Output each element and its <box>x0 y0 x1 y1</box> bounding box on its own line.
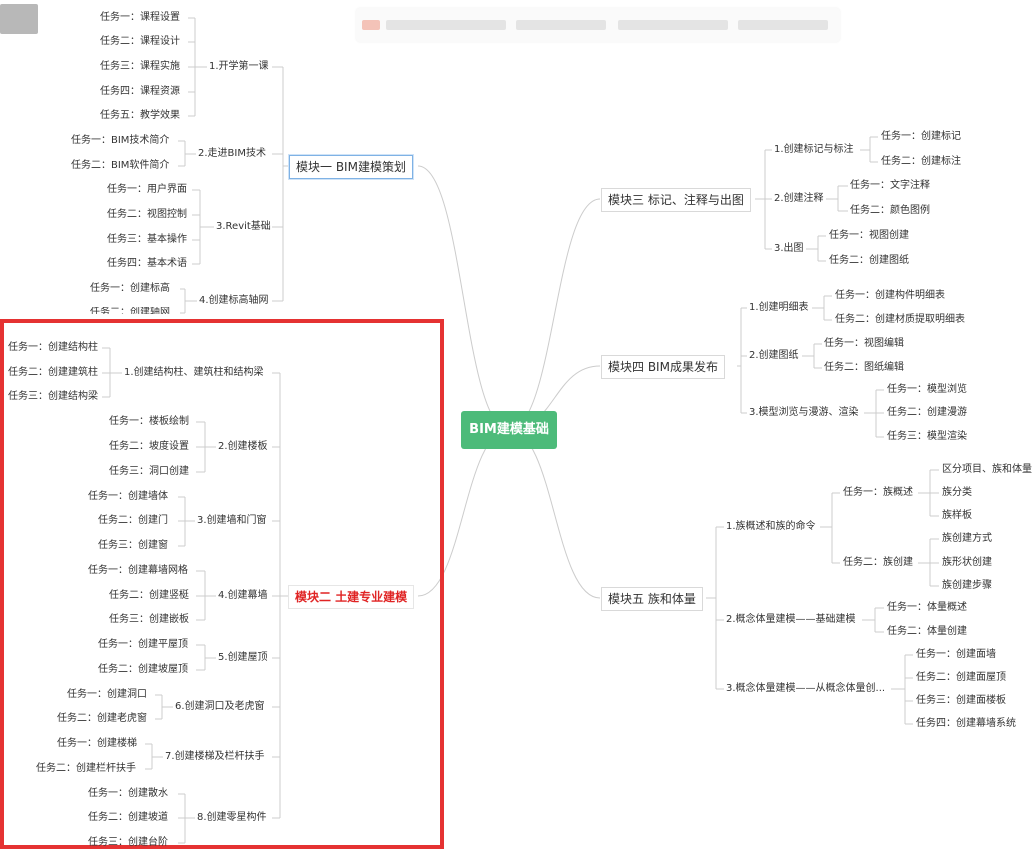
m5-s1a-item-3[interactable]: 族样板 <box>942 510 972 521</box>
m2-s1-task-2[interactable]: 任务二：创建建筑柱 <box>8 367 98 378</box>
m3-s2-task-1[interactable]: 任务一：文字注释 <box>850 180 930 191</box>
m2-s3-task-1[interactable]: 任务一：创建墙体 <box>88 491 168 502</box>
m2-section-2[interactable]: 2.创建楼板 <box>218 441 268 452</box>
m1-s3-task-2[interactable]: 任务二：视图控制 <box>107 209 187 220</box>
m4-s1-task-1[interactable]: 任务一：创建构件明细表 <box>835 290 945 301</box>
m5-s1a-item-1[interactable]: 区分项目、族和体量 <box>942 464 1032 475</box>
m3-section-2[interactable]: 2.创建注释 <box>774 193 824 204</box>
m2-s1-task-1[interactable]: 任务一：创建结构柱 <box>8 342 98 353</box>
m2-s1-task-3[interactable]: 任务三：创建结构梁 <box>8 391 98 402</box>
m2-s8-task-2[interactable]: 任务二：创建坡道 <box>88 812 168 823</box>
m1-section-1[interactable]: 1.开学第一课 <box>209 61 269 72</box>
m3-s3-task-2[interactable]: 任务二：创建图纸 <box>829 255 909 266</box>
m1-s1-task-1[interactable]: 任务一：课程设置 <box>100 12 180 23</box>
m3-section-3[interactable]: 3.出图 <box>774 243 804 254</box>
root-node[interactable]: BIM建模基础 <box>461 411 557 449</box>
m2-section-3[interactable]: 3.创建墙和门窗 <box>197 515 267 526</box>
blurred-header <box>356 8 840 42</box>
m5-s2-task-1[interactable]: 任务一：体量概述 <box>887 602 967 613</box>
m2-section-8[interactable]: 8.创建零星构件 <box>197 812 267 823</box>
connector <box>508 198 601 431</box>
m3-section-1[interactable]: 1.创建标记与标注 <box>774 144 854 155</box>
m1-s1-task-4[interactable]: 任务四：课程资源 <box>100 86 180 97</box>
m2-s8-task-3[interactable]: 任务三：创建台阶 <box>88 837 168 848</box>
m1-section-3[interactable]: 3.Revit基础 <box>216 221 271 232</box>
m5-s3-task-1[interactable]: 任务一：创建面墙 <box>916 649 996 660</box>
m5-s1b-item-3[interactable]: 族创建步骤 <box>942 580 992 591</box>
m1-section-4[interactable]: 4.创建标高轴网 <box>199 295 269 306</box>
module-5-node[interactable]: 模块五 族和体量 <box>601 587 703 611</box>
m5-s1a-item-2[interactable]: 族分类 <box>942 487 972 498</box>
m3-s1-task-1[interactable]: 任务一：创建标记 <box>881 131 961 142</box>
m1-section-2[interactable]: 2.走进BIM技术 <box>198 148 266 159</box>
m1-s1-task-5[interactable]: 任务五：教学效果 <box>100 110 180 121</box>
m2-s3-task-3[interactable]: 任务三：创建窗 <box>98 540 168 551</box>
m2-s4-task-2[interactable]: 任务二：创建竖梃 <box>109 590 189 601</box>
m4-section-2[interactable]: 2.创建图纸 <box>749 350 799 361</box>
m2-s5-task-1[interactable]: 任务一：创建平屋顶 <box>98 639 188 650</box>
m2-s6-task-1[interactable]: 任务一：创建洞口 <box>67 689 147 700</box>
highlight-box <box>0 319 444 849</box>
m4-s1-task-2[interactable]: 任务二：创建材质提取明细表 <box>835 314 965 325</box>
m5-section-2[interactable]: 2.概念体量建模——基础建模 <box>726 614 856 625</box>
m4-section-1[interactable]: 1.创建明细表 <box>749 302 809 313</box>
m1-s3-task-3[interactable]: 任务三：基本操作 <box>107 234 187 245</box>
m2-section-7[interactable]: 7.创建楼梯及栏杆扶手 <box>165 751 265 762</box>
m2-section-5[interactable]: 5.创建屋顶 <box>218 652 268 663</box>
module-4-node[interactable]: 模块四 BIM成果发布 <box>601 355 725 379</box>
m2-section-6[interactable]: 6.创建洞口及老虎窗 <box>175 701 265 712</box>
m2-s8-task-1[interactable]: 任务一：创建散水 <box>88 788 168 799</box>
m4-s3-task-1[interactable]: 任务一：模型浏览 <box>887 384 967 395</box>
m4-s3-task-2[interactable]: 任务二：创建漫游 <box>887 407 967 418</box>
m1-s1-task-3[interactable]: 任务三：课程实施 <box>100 61 180 72</box>
m2-s2-task-2[interactable]: 任务二：坡度设置 <box>109 441 189 452</box>
m2-section-1[interactable]: 1.创建结构柱、建筑柱和结构梁 <box>124 367 264 378</box>
m4-s3-task-3[interactable]: 任务三：模型渲染 <box>887 431 967 442</box>
m2-s7-task-2[interactable]: 任务二：创建栏杆扶手 <box>36 763 136 774</box>
avatar <box>0 4 38 34</box>
m3-s2-task-2[interactable]: 任务二：颜色图例 <box>850 205 930 216</box>
module-2-node[interactable]: 模块二 土建专业建模 <box>288 585 415 609</box>
m5-s1b-item-2[interactable]: 族形状创建 <box>942 557 992 568</box>
module-1-node[interactable]: 模块一 BIM建模策划 <box>289 155 413 179</box>
m3-s3-task-1[interactable]: 任务一：视图创建 <box>829 230 909 241</box>
m2-s2-task-1[interactable]: 任务一：楼板绘制 <box>109 416 189 427</box>
m2-s6-task-2[interactable]: 任务二：创建老虎窗 <box>57 713 147 724</box>
m2-s4-task-1[interactable]: 任务一：创建幕墙网格 <box>88 565 188 576</box>
m5-section-1[interactable]: 1.族概述和族的命令 <box>726 521 816 532</box>
connector <box>508 429 601 599</box>
m5-s1-task-1[interactable]: 任务一：族概述 <box>843 487 913 498</box>
m4-section-3[interactable]: 3.模型浏览与漫游、渲染 <box>749 407 859 418</box>
m2-s7-task-1[interactable]: 任务一：创建楼梯 <box>57 738 137 749</box>
m2-section-4[interactable]: 4.创建幕墙 <box>218 590 268 601</box>
m2-s2-task-3[interactable]: 任务三：洞口创建 <box>109 466 189 477</box>
m1-s4-task-2[interactable]: 任务二：创建轴网 <box>90 307 170 318</box>
m5-s2-task-2[interactable]: 任务二：体量创建 <box>887 626 967 637</box>
m2-s3-task-2[interactable]: 任务二：创建门 <box>98 515 168 526</box>
m3-s1-task-2[interactable]: 任务二：创建标注 <box>881 156 961 167</box>
m1-s1-task-2[interactable]: 任务二：课程设计 <box>100 36 180 47</box>
m5-s3-task-2[interactable]: 任务二：创建面屋顶 <box>916 672 1006 683</box>
m1-s2-task-1[interactable]: 任务一：BIM技术简介 <box>71 135 170 146</box>
m5-s3-task-3[interactable]: 任务三：创建面楼板 <box>916 695 1006 706</box>
m1-s4-task-1[interactable]: 任务一：创建标高 <box>90 283 170 294</box>
m2-s4-task-3[interactable]: 任务三：创建嵌板 <box>109 614 189 625</box>
m4-s2-task-1[interactable]: 任务一：视图编辑 <box>824 338 904 349</box>
m2-s5-task-2[interactable]: 任务二：创建坡屋顶 <box>98 664 188 675</box>
m5-s3-task-4[interactable]: 任务四：创建幕墙系统 <box>916 718 1016 729</box>
m4-s2-task-2[interactable]: 任务二：图纸编辑 <box>824 362 904 373</box>
m1-s3-task-1[interactable]: 任务一：用户界面 <box>107 184 187 195</box>
module-3-node[interactable]: 模块三 标记、注释与出图 <box>601 188 751 212</box>
m5-section-3[interactable]: 3.概念体量建模——从概念体量创... <box>726 683 886 694</box>
m1-s3-task-4[interactable]: 任务四：基本术语 <box>107 258 187 269</box>
m5-s1-task-2[interactable]: 任务二：族创建 <box>843 557 913 568</box>
m5-s1b-item-1[interactable]: 族创建方式 <box>942 533 992 544</box>
m1-s2-task-2[interactable]: 任务二：BIM软件简介 <box>71 160 170 171</box>
